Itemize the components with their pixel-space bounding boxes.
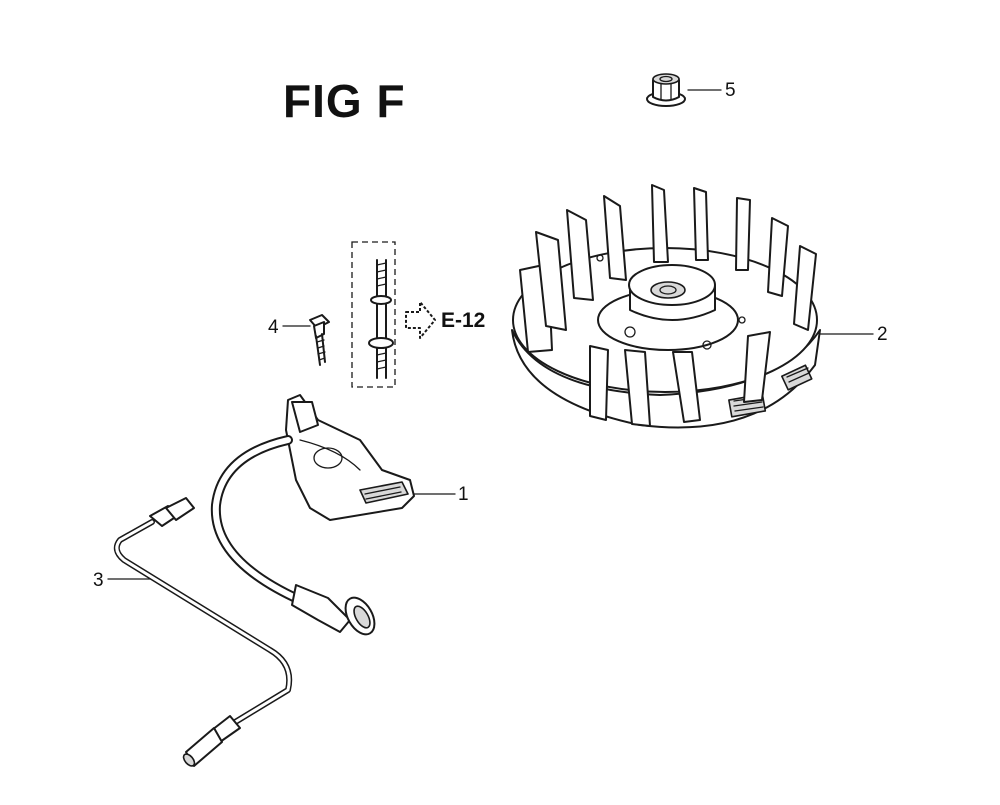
flange-bolt-part (309, 314, 330, 366)
callout-number-4: 4 (268, 317, 279, 338)
figure-title: FIG F (283, 75, 406, 127)
stop-wire-part (113, 497, 293, 767)
stud-reference-group (351, 241, 436, 388)
callout-number-3: 3 (93, 570, 104, 591)
callout-number-5: 5 (725, 80, 736, 101)
flange-nut-part (646, 73, 686, 107)
cross-reference-label: E-12 (441, 309, 486, 332)
flywheel-part (511, 184, 821, 429)
callout-number-2: 2 (877, 324, 888, 345)
leader-lines (107, 89, 874, 580)
callout-number-1: 1 (458, 484, 469, 505)
ignition-coil-part (210, 394, 415, 636)
